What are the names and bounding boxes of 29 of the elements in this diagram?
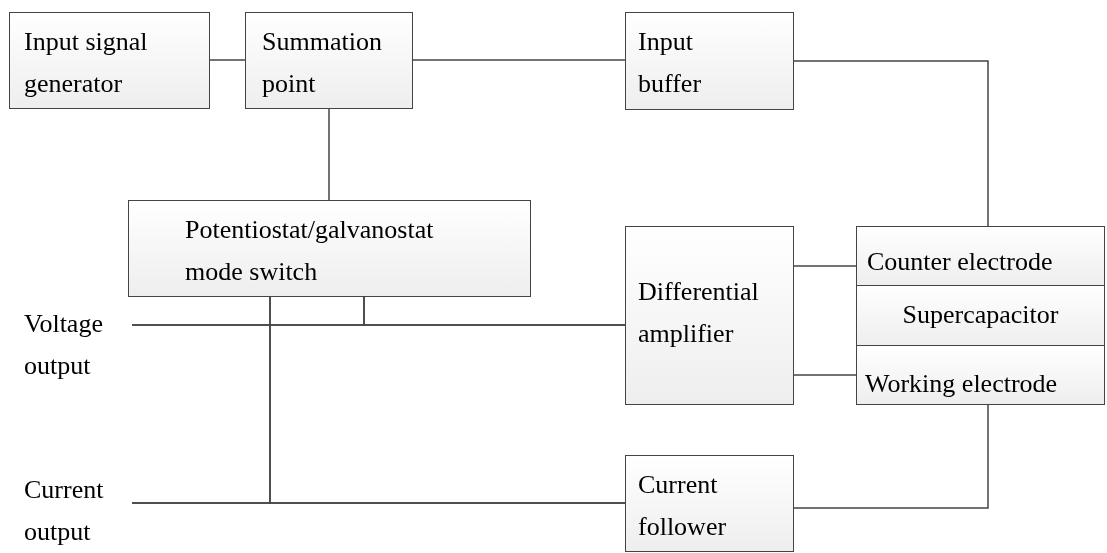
box-label: Supercapacitor bbox=[901, 299, 1060, 331]
process-box bbox=[9, 12, 210, 109]
connector-line bbox=[269, 296, 626, 504]
connector-line bbox=[209, 59, 246, 61]
process-box bbox=[128, 200, 531, 297]
box-label: Differential amplifier bbox=[638, 276, 760, 350]
connector-line bbox=[412, 59, 626, 61]
box-label: Potentiostat/galvanostat mode switch bbox=[185, 214, 435, 288]
box-label: Summation point bbox=[262, 26, 383, 100]
box-label: Counter electrode bbox=[867, 246, 1054, 278]
connector-line bbox=[328, 108, 330, 201]
connector-line bbox=[363, 296, 626, 326]
box-label: Working electrode bbox=[865, 368, 1059, 400]
output-label: Current output bbox=[24, 474, 105, 548]
connector-line bbox=[793, 265, 857, 267]
box-label: Input buffer bbox=[638, 26, 703, 100]
supercapacitor-band bbox=[856, 285, 1105, 347]
process-box bbox=[625, 455, 794, 552]
electrode-band bbox=[856, 345, 1105, 405]
output-label: Voltage output bbox=[24, 308, 104, 382]
electrode-band bbox=[856, 226, 1105, 287]
process-box bbox=[625, 226, 794, 405]
connector-line bbox=[793, 404, 989, 509]
process-box bbox=[625, 12, 794, 110]
connector-line bbox=[793, 374, 857, 376]
box-label: Input signal generator bbox=[24, 26, 149, 100]
box-label: Current follower bbox=[638, 469, 728, 543]
connector-line bbox=[793, 60, 989, 227]
process-box bbox=[245, 12, 413, 109]
